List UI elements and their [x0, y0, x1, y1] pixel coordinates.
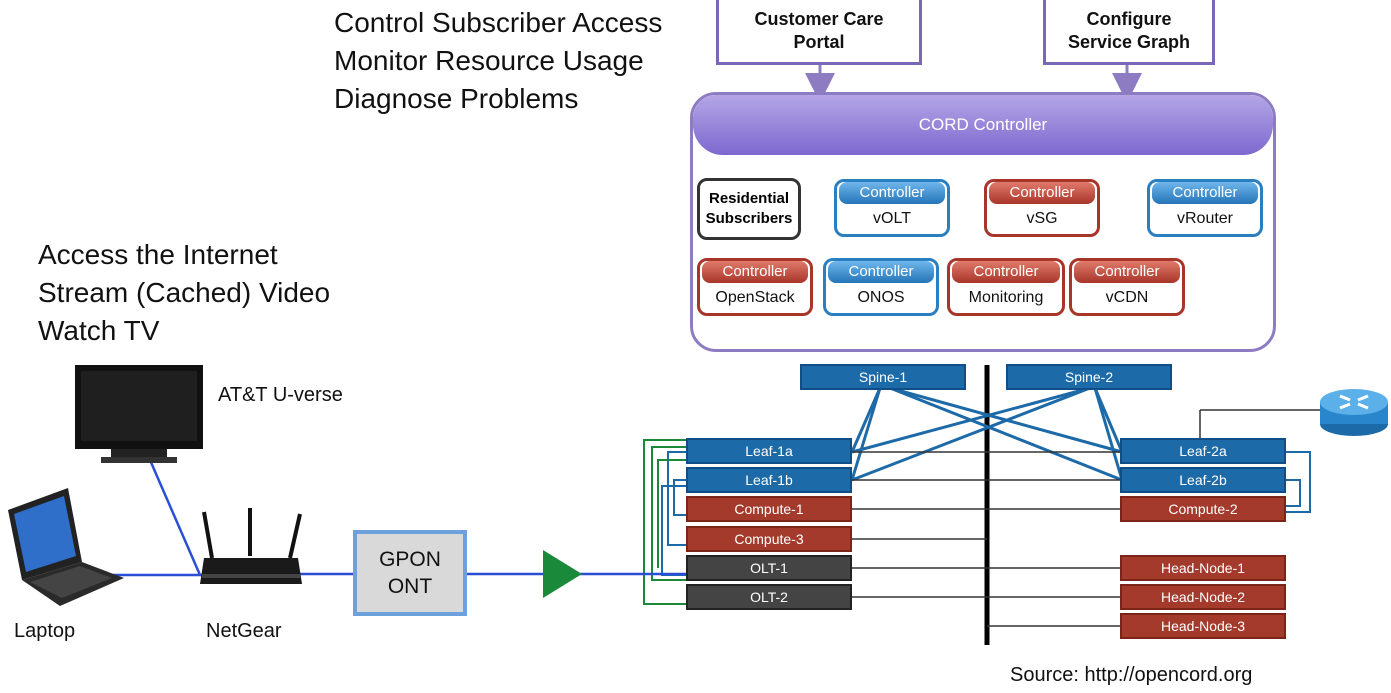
monitoring-controller: Controller Monitoring — [947, 258, 1065, 316]
goal-control-access: Control Subscriber Access — [334, 7, 663, 38]
netgear-label: NetGear — [206, 620, 282, 642]
goals-top: Control Subscriber Access Monitor Resour… — [334, 4, 662, 118]
olt-2: OLT-2 — [686, 584, 852, 610]
controller-header: Controller — [828, 261, 934, 283]
service-name: ONOS — [857, 289, 905, 306]
service-name: vCDN — [1105, 289, 1149, 306]
residential-subscribers: Residential Subscribers — [697, 178, 801, 240]
compute-3: Compute-3 — [686, 526, 852, 552]
tv-icon — [75, 365, 203, 463]
spine-2: Spine-2 — [1006, 364, 1172, 390]
olt-triangle-icon — [543, 550, 582, 598]
service-name: vOLT — [873, 210, 911, 227]
wifi-router-icon — [200, 508, 302, 584]
leaf-1b: Leaf-1b — [686, 467, 852, 493]
controller-header: Controller — [702, 261, 808, 283]
goal-tv: Watch TV — [38, 315, 160, 346]
controller-header: Controller — [989, 182, 1095, 204]
leaf-1a: Leaf-1a — [686, 438, 852, 464]
goal-internet: Access the Internet — [38, 239, 278, 270]
service-name: vRouter — [1176, 210, 1234, 227]
configure-service-graph: Configure Service Graph — [1043, 0, 1215, 65]
controller-header: Controller — [839, 182, 945, 204]
service-name: Monitoring — [968, 289, 1044, 306]
volt-controller: Controller vOLT — [834, 179, 950, 237]
compute-1: Compute-1 — [686, 496, 852, 522]
gpon-label: GPON ONT — [379, 548, 441, 598]
laptop-label: Laptop — [14, 620, 76, 642]
leaf-2b: Leaf-2b — [1120, 467, 1286, 493]
spine-1: Spine-1 — [800, 364, 966, 390]
compute-2: Compute-2 — [1120, 496, 1286, 522]
customer-care-portal: Customer Care Portal — [716, 0, 922, 65]
goal-monitor-usage: Monitor Resource Usage — [334, 45, 644, 76]
openstack-controller: Controller OpenStack — [697, 258, 813, 316]
leaf-2a: Leaf-2a — [1120, 438, 1286, 464]
head-node-2: Head-Node-2 — [1120, 584, 1286, 610]
onos-controller: Controller ONOS — [823, 258, 939, 316]
cord-controller-bar: CORD Controller — [693, 95, 1273, 155]
controller-header: Controller — [1152, 182, 1258, 204]
vrouter-controller: Controller vRouter — [1147, 179, 1263, 237]
olt-1: OLT-1 — [686, 555, 852, 581]
head-node-3: Head-Node-3 — [1120, 613, 1286, 639]
controller-header: Controller — [1074, 261, 1180, 283]
gpon-ont: GPON ONT — [353, 530, 467, 616]
router-icon — [1320, 389, 1388, 436]
goals-left: Access the Internet Stream (Cached) Vide… — [38, 236, 330, 350]
vsg-controller: Controller vSG — [984, 179, 1100, 237]
laptop-icon — [8, 488, 124, 606]
service-name: OpenStack — [715, 289, 795, 306]
head-node-1: Head-Node-1 — [1120, 555, 1286, 581]
vcdn-controller: Controller vCDN — [1069, 258, 1185, 316]
service-name: vSG — [1026, 210, 1058, 227]
controller-header: Controller — [952, 261, 1060, 283]
tv-label: AT&T U-verse — [218, 384, 343, 406]
goal-stream: Stream (Cached) Video — [38, 277, 331, 308]
source-caption: Source: http://opencord.org — [1010, 664, 1253, 686]
goal-diagnose: Diagnose Problems — [334, 83, 579, 114]
